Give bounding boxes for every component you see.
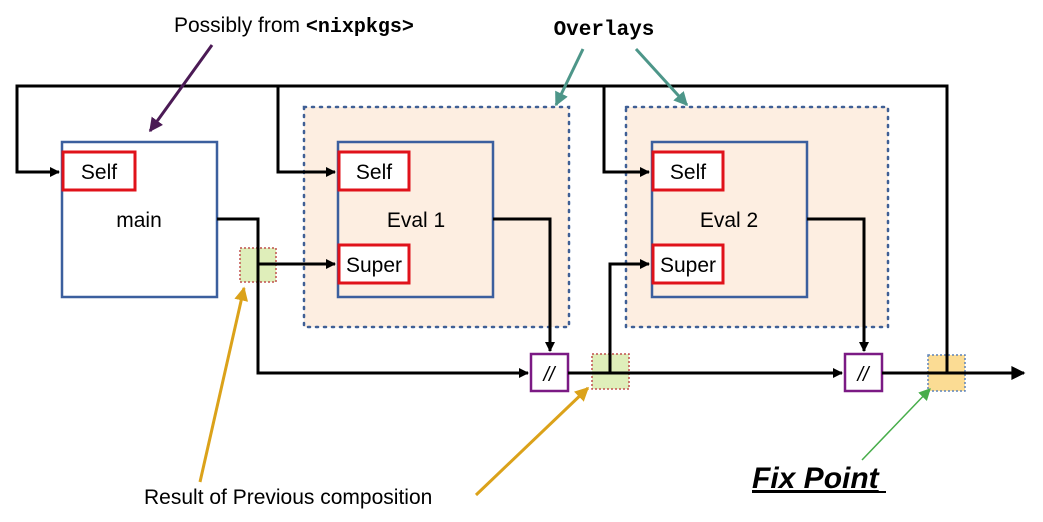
main-self-box xyxy=(61,150,137,192)
feedback-loop-line xyxy=(15,84,949,373)
main-label: main xyxy=(116,209,162,232)
result-pointer-arrow-2 xyxy=(474,386,590,497)
eval1-output-line xyxy=(493,217,555,352)
eval2-self-label: Self xyxy=(670,161,706,184)
nixpkgs-caption: Possibly from <nixpkgs> xyxy=(174,14,414,39)
feedback-to-eval1-self xyxy=(276,86,336,177)
overlays-pointer-arrow-1 xyxy=(554,48,585,107)
eval2-self-box xyxy=(651,150,725,192)
main-box xyxy=(60,140,219,299)
overlays-label: Overlays xyxy=(554,19,655,42)
eval1-self-label: Self xyxy=(356,161,392,184)
eval1-label: Eval 1 xyxy=(387,209,445,232)
merge1-to-eval2-super xyxy=(608,259,650,373)
merge-1-label: // xyxy=(541,364,557,386)
fixpoint-caption: Fix Point xyxy=(752,462,881,495)
eval2-super-label: Super xyxy=(660,254,716,277)
result-caption: Result of Previous composition xyxy=(144,486,432,509)
eval1-super-label: Super xyxy=(346,254,402,277)
fixpoint-pointer-arrow xyxy=(861,388,931,461)
overlays-pointer-arrow-2 xyxy=(634,47,689,107)
eval1-self-box xyxy=(337,150,411,192)
nixpkgs-caption-prefix: Possibly from xyxy=(174,14,306,37)
nixpkgs-pointer-arrow xyxy=(148,44,214,133)
merge-2-label: // xyxy=(855,364,871,386)
main-self-label: Self xyxy=(81,161,117,184)
main-output-line xyxy=(217,217,529,378)
result-pointer-arrow-1 xyxy=(198,286,249,483)
nixpkgs-code: <nixpkgs> xyxy=(306,16,414,39)
eval2-output-line xyxy=(807,217,869,352)
feedback-to-eval2-self xyxy=(602,86,650,177)
eval2-super-box xyxy=(651,243,725,285)
eval2-label: Eval 2 xyxy=(700,209,758,232)
eval1-super-box xyxy=(337,243,411,285)
